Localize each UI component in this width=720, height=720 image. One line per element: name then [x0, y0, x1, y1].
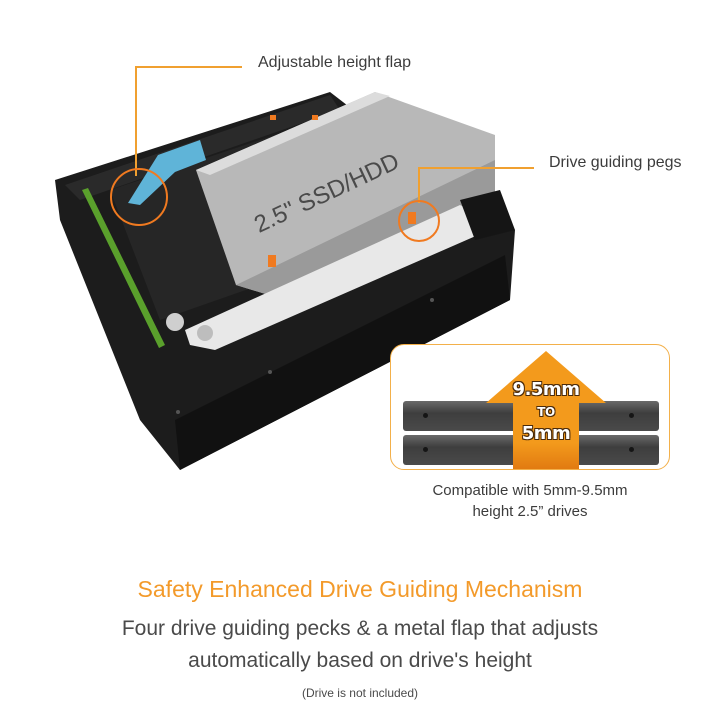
- drive-not-included-note: (Drive is not included): [301, 686, 419, 700]
- arrow-up-icon: [486, 351, 606, 403]
- pegs-callout-line-vertical: [418, 167, 420, 203]
- pegs-highlight-circle: [398, 200, 440, 242]
- flap-highlight-circle: [110, 168, 168, 226]
- flap-callout-line-horizontal: [135, 66, 242, 68]
- flap-callout-line-vertical: [135, 66, 137, 176]
- arrow-label-bottom: 5mm: [521, 423, 571, 444]
- feature-description-line2: automatically based on drive's height: [188, 649, 532, 672]
- flap-callout-label: Adjustable height flap: [258, 54, 411, 71]
- drive-height-compatibility-panel: 9.5mm TO 5mm: [390, 344, 670, 470]
- feature-title: Safety Enhanced Drive Guiding Mechanism: [137, 576, 583, 602]
- pegs-callout-label: Drive guiding pegs: [549, 154, 682, 171]
- arrow-label-mid: TO: [537, 405, 555, 419]
- arrow-label-top: 9.5mm: [512, 379, 580, 400]
- compatibility-caption-line1: Compatible with 5mm-9.5mm: [432, 482, 628, 499]
- arrow-shaft: [513, 401, 579, 469]
- compatibility-caption-line2: height 2.5” drives: [472, 503, 588, 520]
- pegs-callout-line-horizontal: [418, 167, 534, 169]
- compatibility-caption: Compatible with 5mm-9.5mm height 2.5” dr…: [390, 480, 670, 522]
- feature-description-line1: Four drive guiding pecks & a metal flap …: [121, 617, 599, 640]
